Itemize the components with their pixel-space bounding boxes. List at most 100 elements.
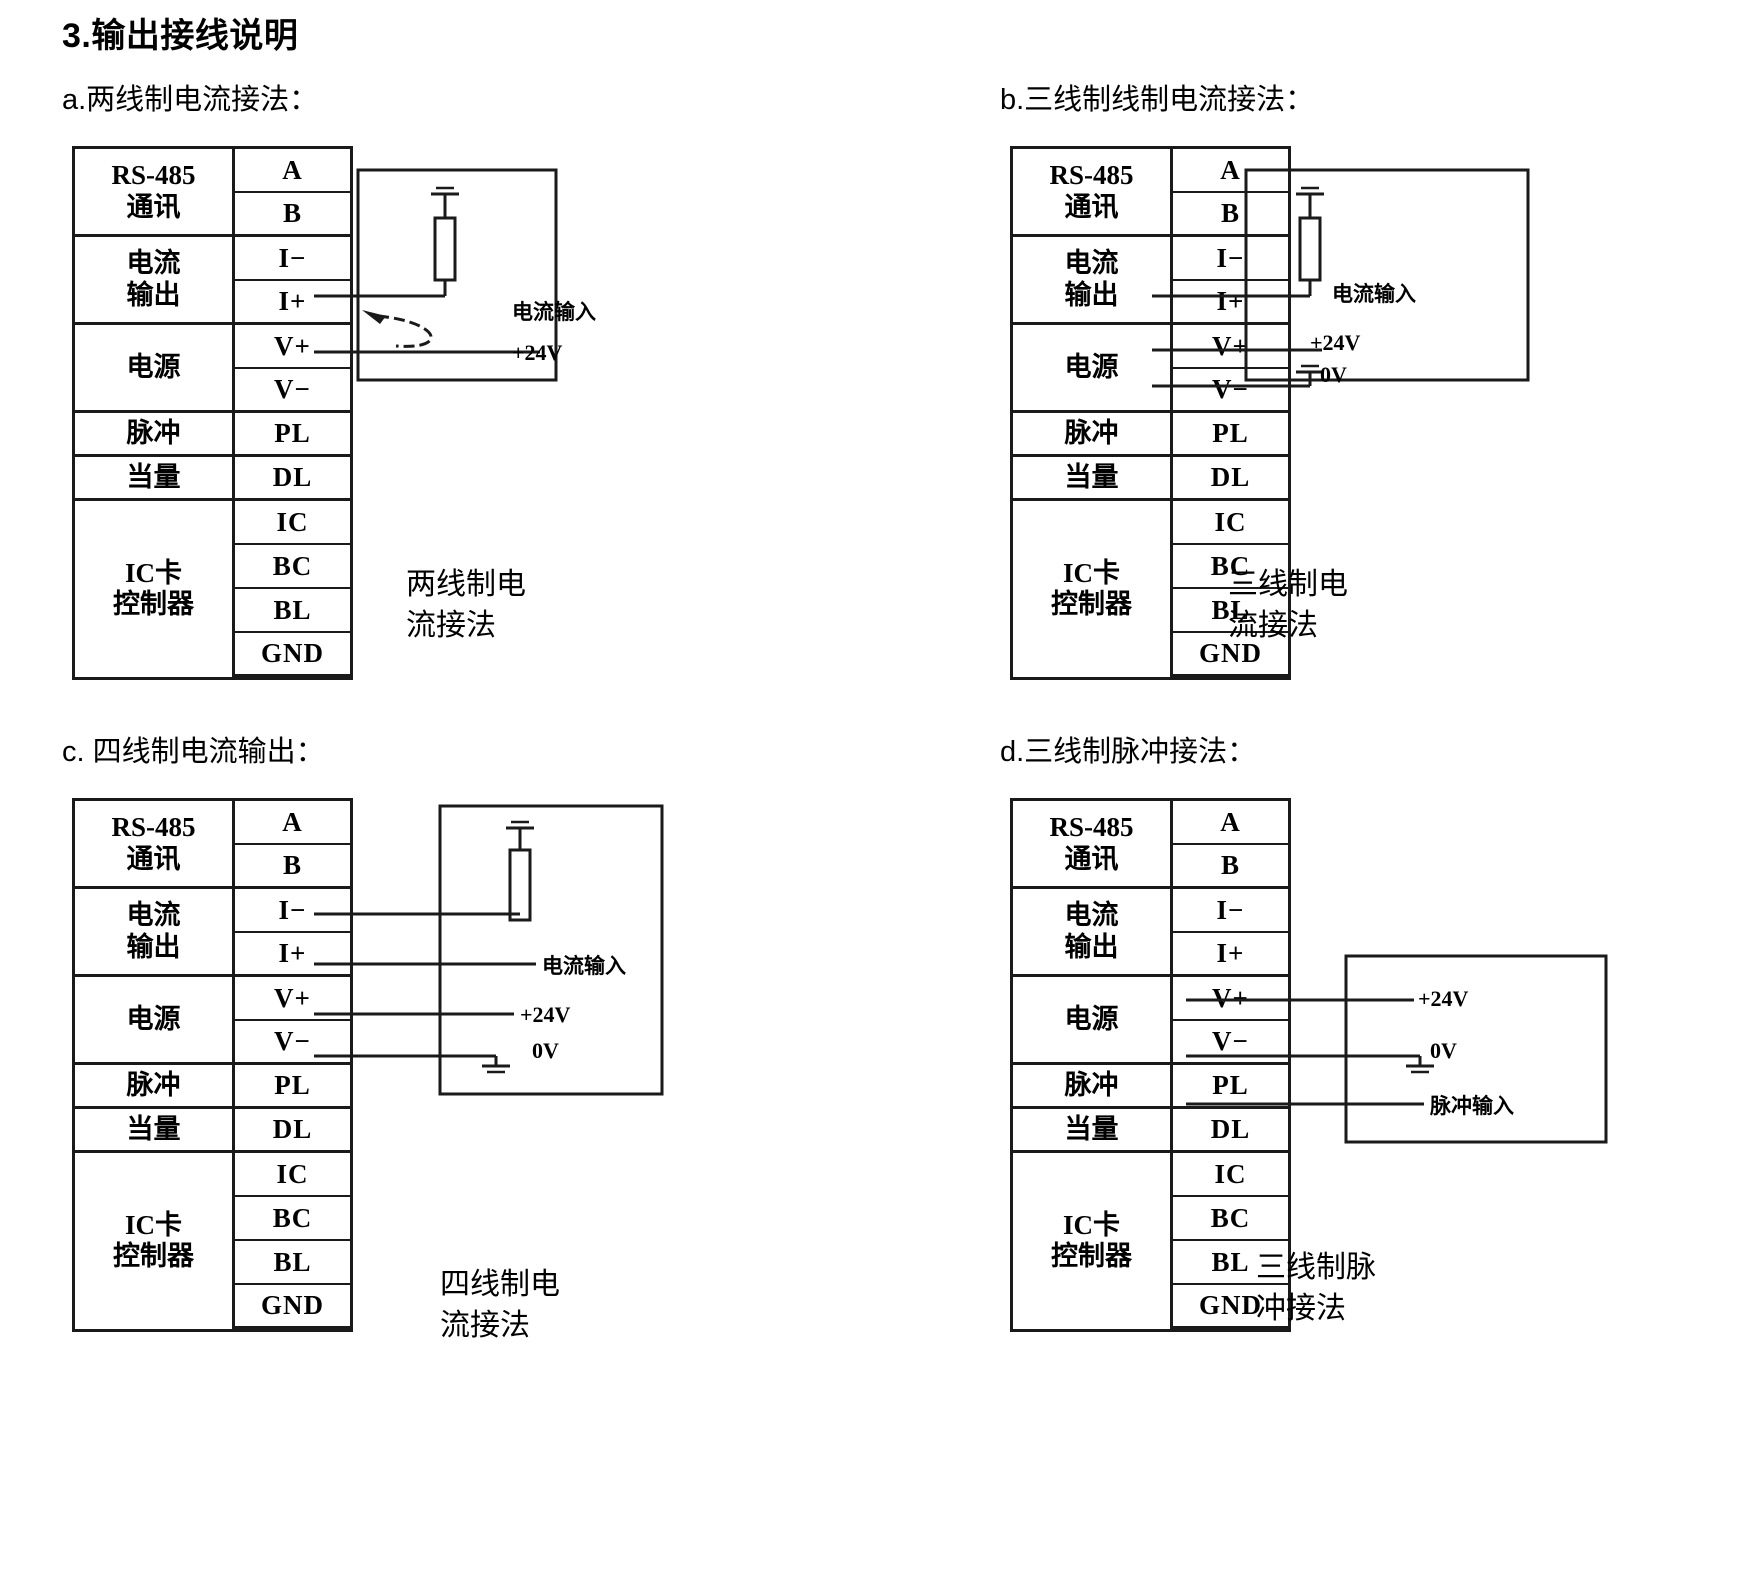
terminal-row: BC bbox=[235, 545, 350, 589]
terminal-row: V+ bbox=[1173, 977, 1288, 1021]
terminal-group-label: 当量 bbox=[75, 457, 232, 501]
label-supply-ground-c: 0V bbox=[532, 1038, 559, 1063]
terminal-row: BC bbox=[1173, 545, 1288, 589]
terminal-row: V+ bbox=[235, 977, 350, 1021]
terminal-row: A bbox=[1173, 149, 1288, 193]
terminal-row: A bbox=[1173, 801, 1288, 845]
page-title: 3.输出接线说明 bbox=[62, 17, 299, 55]
terminal-row: PL bbox=[235, 1065, 350, 1109]
terminal-row: I− bbox=[1173, 889, 1288, 933]
terminal-row: I+ bbox=[1173, 933, 1288, 977]
terminal-row: I+ bbox=[235, 933, 350, 977]
label-pulse-input-d: 脉冲输入 bbox=[1430, 1095, 1514, 1118]
terminal-row: V+ bbox=[1173, 325, 1288, 369]
terminal-row: B bbox=[1173, 193, 1288, 237]
panel-heading-c: c. 四线制电流输出： bbox=[62, 736, 325, 768]
terminal-group-column: RS-485 通讯电流 输出电源脉冲当量 IC卡 控制器 bbox=[75, 149, 235, 677]
terminal-row: PL bbox=[235, 413, 350, 457]
terminal-group-label: RS-485 通讯 bbox=[75, 801, 232, 889]
terminal-row: B bbox=[235, 845, 350, 889]
terminal-row: I+ bbox=[1173, 281, 1288, 325]
terminal-row: A bbox=[235, 149, 350, 193]
terminal-row: BL bbox=[235, 1241, 350, 1285]
terminal-group-column: RS-485 通讯电流 输出电源脉冲当量 IC卡 控制器 bbox=[1013, 801, 1173, 1329]
terminal-row: B bbox=[1173, 845, 1288, 889]
terminal-row: DL bbox=[1173, 1109, 1288, 1153]
terminal-group-label: 电源 bbox=[75, 325, 232, 413]
panel-caption-c: 四线制电 流接法 bbox=[440, 1268, 560, 1342]
terminal-row: BC bbox=[1173, 1197, 1288, 1241]
label-current-input-c: 电流输入 bbox=[542, 955, 626, 978]
terminal-group-label: 当量 bbox=[1013, 1109, 1170, 1153]
terminal-row: B bbox=[235, 193, 350, 237]
label-supply-ground-d: 0V bbox=[1430, 1038, 1457, 1063]
terminal-row: I+ bbox=[235, 281, 350, 325]
terminal-row: DL bbox=[235, 1109, 350, 1153]
label-current-input-a: 电流输入 bbox=[512, 301, 596, 324]
terminal-row: BL bbox=[235, 589, 350, 633]
terminal-group-label: 电流 输出 bbox=[1013, 237, 1170, 325]
terminal-group-label: IC卡 控制器 bbox=[1051, 557, 1132, 619]
terminal-row: BC bbox=[235, 1197, 350, 1241]
panel-heading-a: a.两线制电流接法： bbox=[62, 84, 319, 116]
terminal-row: V− bbox=[235, 1021, 350, 1065]
terminal-group-column: RS-485 通讯电流 输出电源脉冲当量 IC卡 控制器 bbox=[75, 801, 235, 1329]
terminal-row: DL bbox=[235, 457, 350, 501]
terminal-row: I− bbox=[1173, 237, 1288, 281]
terminal-group-label: 电流 输出 bbox=[75, 889, 232, 977]
terminal-group-label: 电源 bbox=[1013, 325, 1170, 413]
terminal-group-label: 脉冲 bbox=[75, 1065, 232, 1109]
terminal-row: IC bbox=[235, 1153, 350, 1197]
terminal-group-label: RS-485 通讯 bbox=[1013, 801, 1170, 889]
terminal-group-label: 电流 输出 bbox=[75, 237, 232, 325]
terminal-row: IC bbox=[235, 501, 350, 545]
terminal-row: BL bbox=[1173, 589, 1288, 633]
terminal-row: PL bbox=[1173, 1065, 1288, 1109]
terminal-row: IC bbox=[1173, 501, 1288, 545]
terminal-group-label: RS-485 通讯 bbox=[1013, 149, 1170, 237]
terminal-group-label: 电源 bbox=[1013, 977, 1170, 1065]
terminal-group-label: 脉冲 bbox=[1013, 413, 1170, 457]
terminal-row: GND bbox=[1173, 633, 1288, 677]
schematic-c bbox=[300, 798, 680, 1098]
terminal-group-label: 电源 bbox=[75, 977, 232, 1065]
terminal-row: V− bbox=[1173, 1021, 1288, 1065]
terminal-group-label: 电流 输出 bbox=[1013, 889, 1170, 977]
terminal-row: DL bbox=[1173, 457, 1288, 501]
terminal-group-column: RS-485 通讯电流 输出电源脉冲当量 IC卡 控制器 bbox=[1013, 149, 1173, 677]
label-supply-positive-d: +24V bbox=[1418, 986, 1469, 1011]
panel-caption-b: 三线制电 流接法 bbox=[1228, 568, 1348, 642]
terminal-group-label: IC卡 控制器 bbox=[113, 1209, 194, 1271]
terminal-group-label: RS-485 通讯 bbox=[75, 149, 232, 237]
terminal-row: GND bbox=[235, 633, 350, 677]
panel-heading-d: d.三线制脉冲接法： bbox=[1000, 736, 1257, 768]
terminal-group-label: IC卡 控制器 bbox=[1051, 1209, 1132, 1271]
terminal-group-label: IC卡 控制器 bbox=[113, 557, 194, 619]
terminal-row: IC bbox=[1173, 1153, 1288, 1197]
terminal-group-label: 脉冲 bbox=[1013, 1065, 1170, 1109]
label-current-input-b: 电流输入 bbox=[1332, 283, 1416, 306]
terminal-group-label: 当量 bbox=[1013, 457, 1170, 501]
terminal-row: BL bbox=[1173, 1241, 1288, 1285]
label-supply-positive-c: +24V bbox=[520, 1002, 571, 1027]
terminal-row: I− bbox=[235, 237, 350, 281]
panel-caption-a: 两线制电 流接法 bbox=[406, 568, 526, 642]
terminal-group-label: 当量 bbox=[75, 1109, 232, 1153]
terminal-row: I− bbox=[235, 889, 350, 933]
terminal-row: V+ bbox=[235, 325, 350, 369]
label-supply-positive-b: +24V bbox=[1310, 330, 1361, 355]
label-supply-ground-b: 0V bbox=[1320, 362, 1347, 387]
label-supply-positive-a: +24V bbox=[512, 340, 563, 365]
terminal-row: V− bbox=[235, 369, 350, 413]
panel-heading-b: b.三线制线制电流接法： bbox=[1000, 84, 1315, 116]
terminal-group-label: 脉冲 bbox=[75, 413, 232, 457]
panel-caption-d: 三线制脉 冲接法 bbox=[1256, 1251, 1376, 1325]
terminal-row: GND bbox=[1173, 1285, 1288, 1329]
